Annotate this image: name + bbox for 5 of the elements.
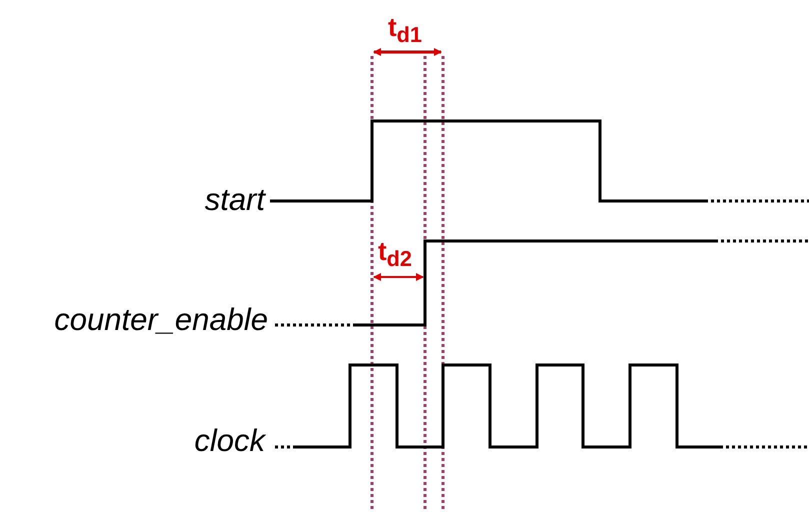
signal-label: counter_enable — [54, 304, 268, 335]
delay-label: t$_{d1}$ — [388, 14, 422, 46]
signal-label: start — [204, 184, 265, 215]
signal-label: clock — [194, 425, 265, 456]
delay-label: t$_{d2}$ — [378, 238, 412, 270]
